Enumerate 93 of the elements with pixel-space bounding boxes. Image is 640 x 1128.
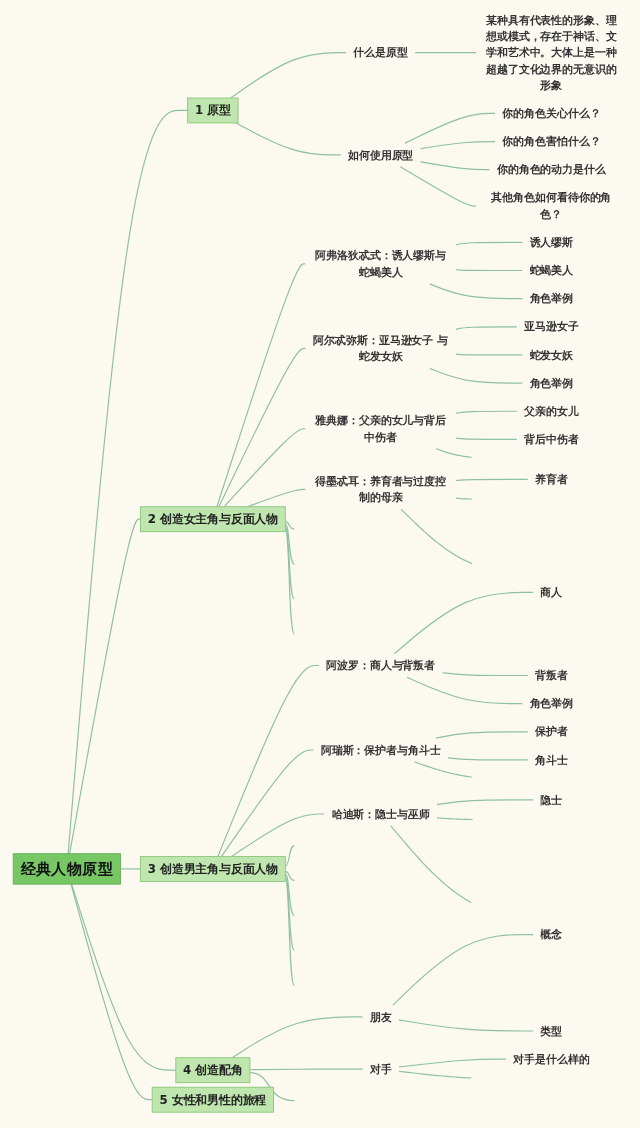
connector	[231, 813, 325, 858]
node-text: 概念	[540, 928, 563, 941]
connector	[455, 269, 523, 272]
node-text: 雅典娜：父亲的女儿与背后中伤者	[315, 414, 447, 444]
connector	[230, 52, 347, 99]
node-text: 阿尔忒弥斯：亚马逊女子 与蛇发女妖	[313, 333, 448, 363]
node-text: 你的角色害怕什么？	[502, 135, 601, 148]
connector	[420, 161, 491, 171]
node-text: 背后中伤者	[524, 433, 579, 446]
connector	[284, 529, 295, 635]
connector	[414, 52, 477, 54]
connector	[284, 523, 295, 565]
node-text: 类型	[540, 1024, 563, 1038]
connector	[404, 112, 496, 144]
connector	[436, 799, 534, 806]
node-box: 3 创造男主角与反面人物	[139, 856, 286, 882]
node-box: 5 女性和男性的旅程	[151, 1086, 274, 1113]
connector	[390, 825, 472, 903]
node-text: 你的角色关心什么？	[502, 107, 601, 120]
connector	[67, 109, 189, 855]
connector	[71, 883, 177, 1071]
node-text: 其他角色如何看待你的角色？	[491, 191, 612, 221]
node-text: 某种具有代表性的形象、理想或模式，存在于神话、文学和艺术中。大体上是一种超越了文化边界的无意识的形象	[485, 13, 617, 92]
node-text: 对手是什么样的	[513, 1052, 590, 1066]
connector	[429, 283, 523, 300]
connector	[455, 410, 518, 414]
node-box: 1 原型	[187, 97, 239, 124]
node-text: 阿瑞斯：保护者与角斗士	[320, 743, 441, 757]
connector	[393, 591, 534, 655]
connector	[435, 448, 473, 458]
connector	[447, 757, 529, 761]
connector	[70, 883, 153, 1101]
connector	[284, 870, 295, 882]
connector	[284, 873, 295, 917]
node-box: 2 创造女主角与反面人物	[139, 506, 286, 533]
node-text: 如何使用原型	[347, 148, 414, 162]
connector	[455, 326, 518, 330]
connector	[406, 676, 523, 705]
node-text: 朋友	[369, 1010, 392, 1024]
node-text: 哈迪斯：隐士与巫师	[331, 807, 430, 821]
connector	[400, 508, 473, 564]
connector	[218, 347, 306, 508]
node-text: 阿弗洛狄忒式：诱人缪斯与蛇蝎美人	[315, 249, 447, 279]
node-text: 对手	[369, 1062, 392, 1076]
node-text: 得墨忒耳：养育者与过度控制的母亲	[315, 474, 447, 504]
node-text: 商人	[540, 586, 563, 599]
connector	[235, 122, 342, 156]
connector	[249, 1068, 364, 1071]
connector	[455, 497, 473, 500]
connector	[223, 428, 306, 508]
connector	[398, 1019, 534, 1032]
connector	[441, 672, 529, 677]
connector	[284, 844, 295, 867]
connector	[429, 367, 523, 384]
connector	[392, 933, 534, 1006]
node-text: 父亲的女儿	[524, 404, 579, 418]
node-text: 保护者	[535, 725, 568, 739]
node-text: 角斗士	[535, 753, 568, 767]
connector	[435, 731, 529, 739]
connector	[119, 868, 141, 870]
node-text: 角色举例	[529, 376, 574, 390]
node-text: 角色举例	[529, 697, 574, 711]
connector	[284, 878, 295, 986]
node-text: 你的角色的动力是什么	[496, 163, 606, 177]
node-text: 角色举例	[529, 292, 574, 306]
connector	[249, 1072, 295, 1102]
connector	[455, 241, 523, 246]
node-text: 阿波罗：商人与背叛者	[326, 659, 436, 672]
node-box: 经典人物原型	[12, 853, 121, 885]
connector	[413, 761, 473, 778]
node-text: 蛇蝎美人	[529, 264, 574, 277]
node-box: 4 创造配角	[175, 1057, 251, 1084]
connector	[284, 521, 295, 530]
connector	[220, 749, 315, 858]
connector	[420, 140, 496, 150]
connector	[455, 437, 518, 440]
node-text: 亚马逊女子	[524, 320, 579, 334]
connector	[436, 817, 474, 821]
node-text: 什么是原型	[353, 46, 408, 59]
node-text: 蛇发女妖	[529, 348, 574, 362]
connector	[69, 518, 141, 855]
connector	[398, 1070, 472, 1079]
connector	[399, 166, 477, 207]
connector	[217, 664, 320, 858]
node-text: 背叛者	[535, 669, 568, 682]
node-text: 养育者	[535, 473, 568, 486]
connector	[216, 263, 306, 508]
node-text: 隐士	[540, 793, 563, 807]
connector	[455, 353, 523, 356]
node-text: 诱人缪斯	[529, 236, 574, 249]
connector	[231, 1016, 364, 1059]
connector	[455, 478, 529, 482]
connector	[398, 1058, 507, 1068]
